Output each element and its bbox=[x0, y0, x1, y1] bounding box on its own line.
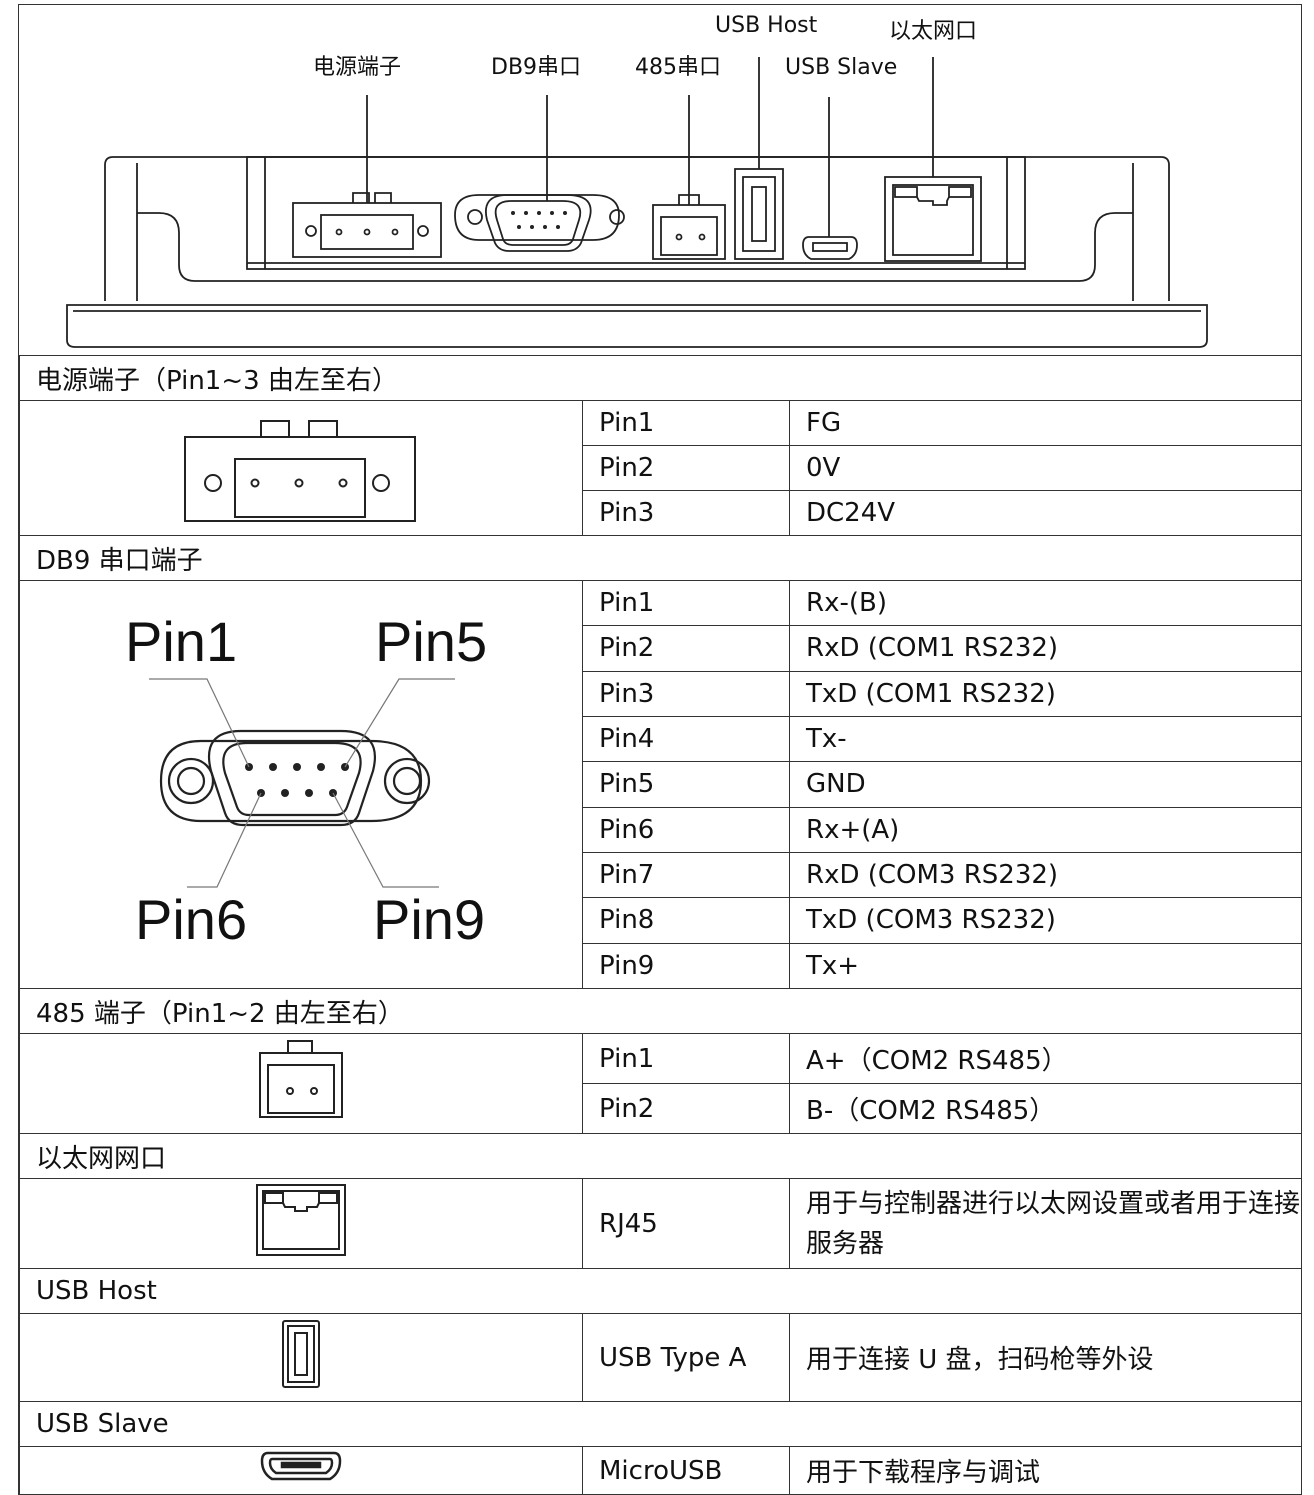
db9-pin-6: Pin6 bbox=[582, 806, 790, 853]
rs485-value-2: B-（COM2 RS485） bbox=[788, 1083, 1303, 1134]
db9-label-pin1: Pin1 bbox=[125, 610, 237, 673]
usb-slave-desc: 用于下载程序与调试 bbox=[788, 1446, 1303, 1495]
spec-table: 电源端子（Pin1~3 由左至右） Pin1 FG Pin2 0V bbox=[18, 355, 1303, 1495]
db9-label-pin6: Pin6 bbox=[135, 888, 247, 951]
db9-pin-7: Pin7 bbox=[582, 851, 790, 899]
db9-pin-4: Pin4 bbox=[582, 715, 790, 763]
db9-pin-3: Pin3 bbox=[582, 670, 790, 717]
rs485-pin-1: Pin1 bbox=[582, 1033, 790, 1084]
usb-slave-type: MicroUSB bbox=[582, 1446, 790, 1495]
db9-figure-cell: Pin1 Pin5 Pin6 Pin9 bbox=[19, 580, 583, 989]
section-title-usb-slave: USB Slave bbox=[18, 1401, 1303, 1447]
usb-host-figure-cell bbox=[19, 1313, 583, 1402]
usb-slave-figure-cell bbox=[19, 1446, 583, 1495]
section-title-db9: DB9 串口端子 bbox=[18, 535, 1303, 581]
ethernet-port-drawing bbox=[884, 176, 982, 262]
section-title-power: 电源端子（Pin1~3 由左至右） bbox=[18, 355, 1303, 401]
device-panel-drawing bbox=[66, 57, 1208, 348]
db9-pin-8: Pin8 bbox=[582, 897, 790, 944]
rs485-value-1: A+（COM2 RS485） bbox=[788, 1033, 1303, 1084]
usb-host-desc: 用于连接 U 盘，扫码枪等外设 bbox=[788, 1313, 1303, 1402]
usb-host-type: USB Type A bbox=[582, 1313, 790, 1402]
power-terminal-icon bbox=[184, 419, 416, 522]
db9-value-8: TxD (COM3 RS232) bbox=[788, 897, 1303, 944]
usb-host-drawing bbox=[734, 168, 784, 260]
label-power: 电源端子 bbox=[313, 55, 402, 80]
ethernet-figure-cell bbox=[19, 1178, 583, 1269]
db9-pin-2: Pin2 bbox=[582, 625, 790, 672]
db9-value-1: Rx-(B) bbox=[788, 579, 1303, 627]
ethernet-port-icon bbox=[256, 1184, 346, 1256]
power-value-3: DC24V bbox=[788, 490, 1303, 536]
db9-value-3: TxD (COM1 RS232) bbox=[788, 670, 1303, 717]
db9-value-5: GND bbox=[788, 761, 1303, 808]
db9-pin-9: Pin9 bbox=[582, 942, 790, 990]
power-pin-1: Pin1 bbox=[582, 400, 790, 446]
db9-pinout-diagram: Pin1 Pin5 Pin6 Pin9 bbox=[125, 610, 487, 951]
document-page: 电源端子 DB9串口 485串口 USB Host USB Slave 以太网口… bbox=[18, 4, 1303, 1495]
rs485-pin-2: Pin2 bbox=[582, 1083, 790, 1134]
power-pin-3: Pin3 bbox=[582, 490, 790, 536]
ethernet-type: RJ45 bbox=[582, 1178, 790, 1269]
db9-port-drawing bbox=[454, 194, 625, 252]
power-value-2: 0V bbox=[788, 445, 1303, 491]
db9-value-6: Rx+(A) bbox=[788, 806, 1303, 853]
rs485-terminal-icon bbox=[259, 1040, 343, 1118]
section-title-usb-host: USB Host bbox=[18, 1268, 1303, 1314]
db9-pin-5: Pin5 bbox=[582, 761, 790, 808]
db9-value-4: Tx- bbox=[788, 715, 1303, 763]
label-db9: DB9串口 bbox=[491, 55, 582, 80]
label-usb-host: USB Host bbox=[715, 13, 818, 38]
db9-label-pin9: Pin9 bbox=[373, 888, 485, 951]
label-rs485: 485串口 bbox=[635, 55, 721, 80]
db9-value-2: RxD (COM1 RS232) bbox=[788, 625, 1303, 672]
power-figure-cell bbox=[19, 400, 583, 536]
rs485-figure-cell bbox=[19, 1033, 583, 1134]
db9-value-7: RxD (COM3 RS232) bbox=[788, 851, 1303, 899]
usb-slave-drawing bbox=[802, 236, 858, 260]
usb-type-a-icon bbox=[282, 1320, 320, 1388]
label-usb-slave: USB Slave bbox=[785, 55, 898, 80]
section-title-ethernet: 以太网网口 bbox=[18, 1133, 1303, 1179]
label-ethernet: 以太网口 bbox=[889, 19, 978, 44]
db9-pin-1: Pin1 bbox=[582, 579, 790, 627]
power-pin-2: Pin2 bbox=[582, 445, 790, 491]
db9-label-pin5: Pin5 bbox=[375, 610, 487, 673]
micro-usb-icon bbox=[260, 1451, 342, 1481]
db9-value-9: Tx+ bbox=[788, 942, 1303, 990]
power-value-1: FG bbox=[788, 400, 1303, 446]
ethernet-desc: 用于与控制器进行以太网设置或者用于连接服务器 bbox=[788, 1178, 1303, 1269]
section-title-rs485: 485 端子（Pin1~2 由左至右） bbox=[18, 988, 1303, 1034]
